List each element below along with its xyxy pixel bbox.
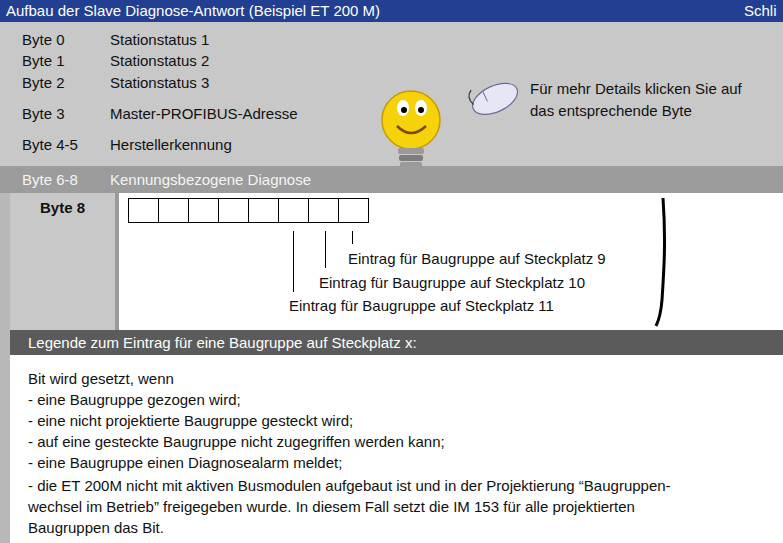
panel-divider xyxy=(115,193,119,330)
legend-line: - auf eine gesteckte Baugruppe nicht zug… xyxy=(28,433,445,451)
legend-line: Bit wird gesetzt, wenn xyxy=(28,370,174,388)
byte-number: Byte 0 xyxy=(22,31,65,49)
byte-meaning: Stationstatus 1 xyxy=(110,31,209,49)
legend-line: - eine nicht projektierte Baugruppe gest… xyxy=(28,412,353,430)
bit-label: Eintrag für Baugruppe auf Steckplatz 9 xyxy=(348,250,606,268)
byte-meaning: Kennungsbezogene Diagnose xyxy=(110,171,311,189)
bracket xyxy=(656,198,665,326)
byte-number: Byte 2 xyxy=(22,74,65,92)
legend-line: - die ET 200M nicht mit aktiven Busmodul… xyxy=(28,475,713,538)
legend-heading: Legende zum Eintrag für eine Baugruppe a… xyxy=(28,334,417,352)
byte-meaning: Stationstatus 3 xyxy=(110,74,209,92)
byte-number: Byte 1 xyxy=(22,52,65,70)
byte-meaning: Stationstatus 2 xyxy=(110,52,209,70)
mouse-icon xyxy=(466,72,523,120)
left-border xyxy=(0,193,10,543)
byte-meaning: Master-PROFIBUS-Adresse xyxy=(110,105,298,123)
byte-meaning: Herstellerkennung xyxy=(110,136,232,154)
byte-number: Byte 6-8 xyxy=(22,171,78,189)
side-strip xyxy=(0,193,115,330)
title-bar xyxy=(0,0,783,22)
hint-text: Für mehr Details klicken Sie auf das ent… xyxy=(530,78,752,122)
byte-number: Byte 3 xyxy=(22,105,65,123)
window-title: Aufbau der Slave Diagnose-Antwort (Beisp… xyxy=(6,2,380,20)
byte-number: Byte 4-5 xyxy=(22,136,78,154)
bit-label: Eintrag für Baugruppe auf Steckplatz 11 xyxy=(289,297,554,315)
byte-heading: Byte 8 xyxy=(40,199,85,217)
selected-byte-row: Byte 6-8 Kennungsbezogene Diagnose xyxy=(0,166,783,193)
bit-label: Eintrag für Baugruppe auf Steckplatz 10 xyxy=(319,274,585,292)
close-button-text: Schli xyxy=(744,2,777,20)
legend-line: - eine Baugruppe einen Diagnosealarm mel… xyxy=(28,454,342,472)
legend-line: - eine Baugruppe gezogen wird; xyxy=(28,391,241,409)
byte-cells xyxy=(129,199,369,223)
detail-panel xyxy=(0,193,783,330)
legend-panel: Legende zum Eintrag für eine Baugruppe a… xyxy=(10,330,783,543)
lightbulb-icon xyxy=(382,91,440,175)
